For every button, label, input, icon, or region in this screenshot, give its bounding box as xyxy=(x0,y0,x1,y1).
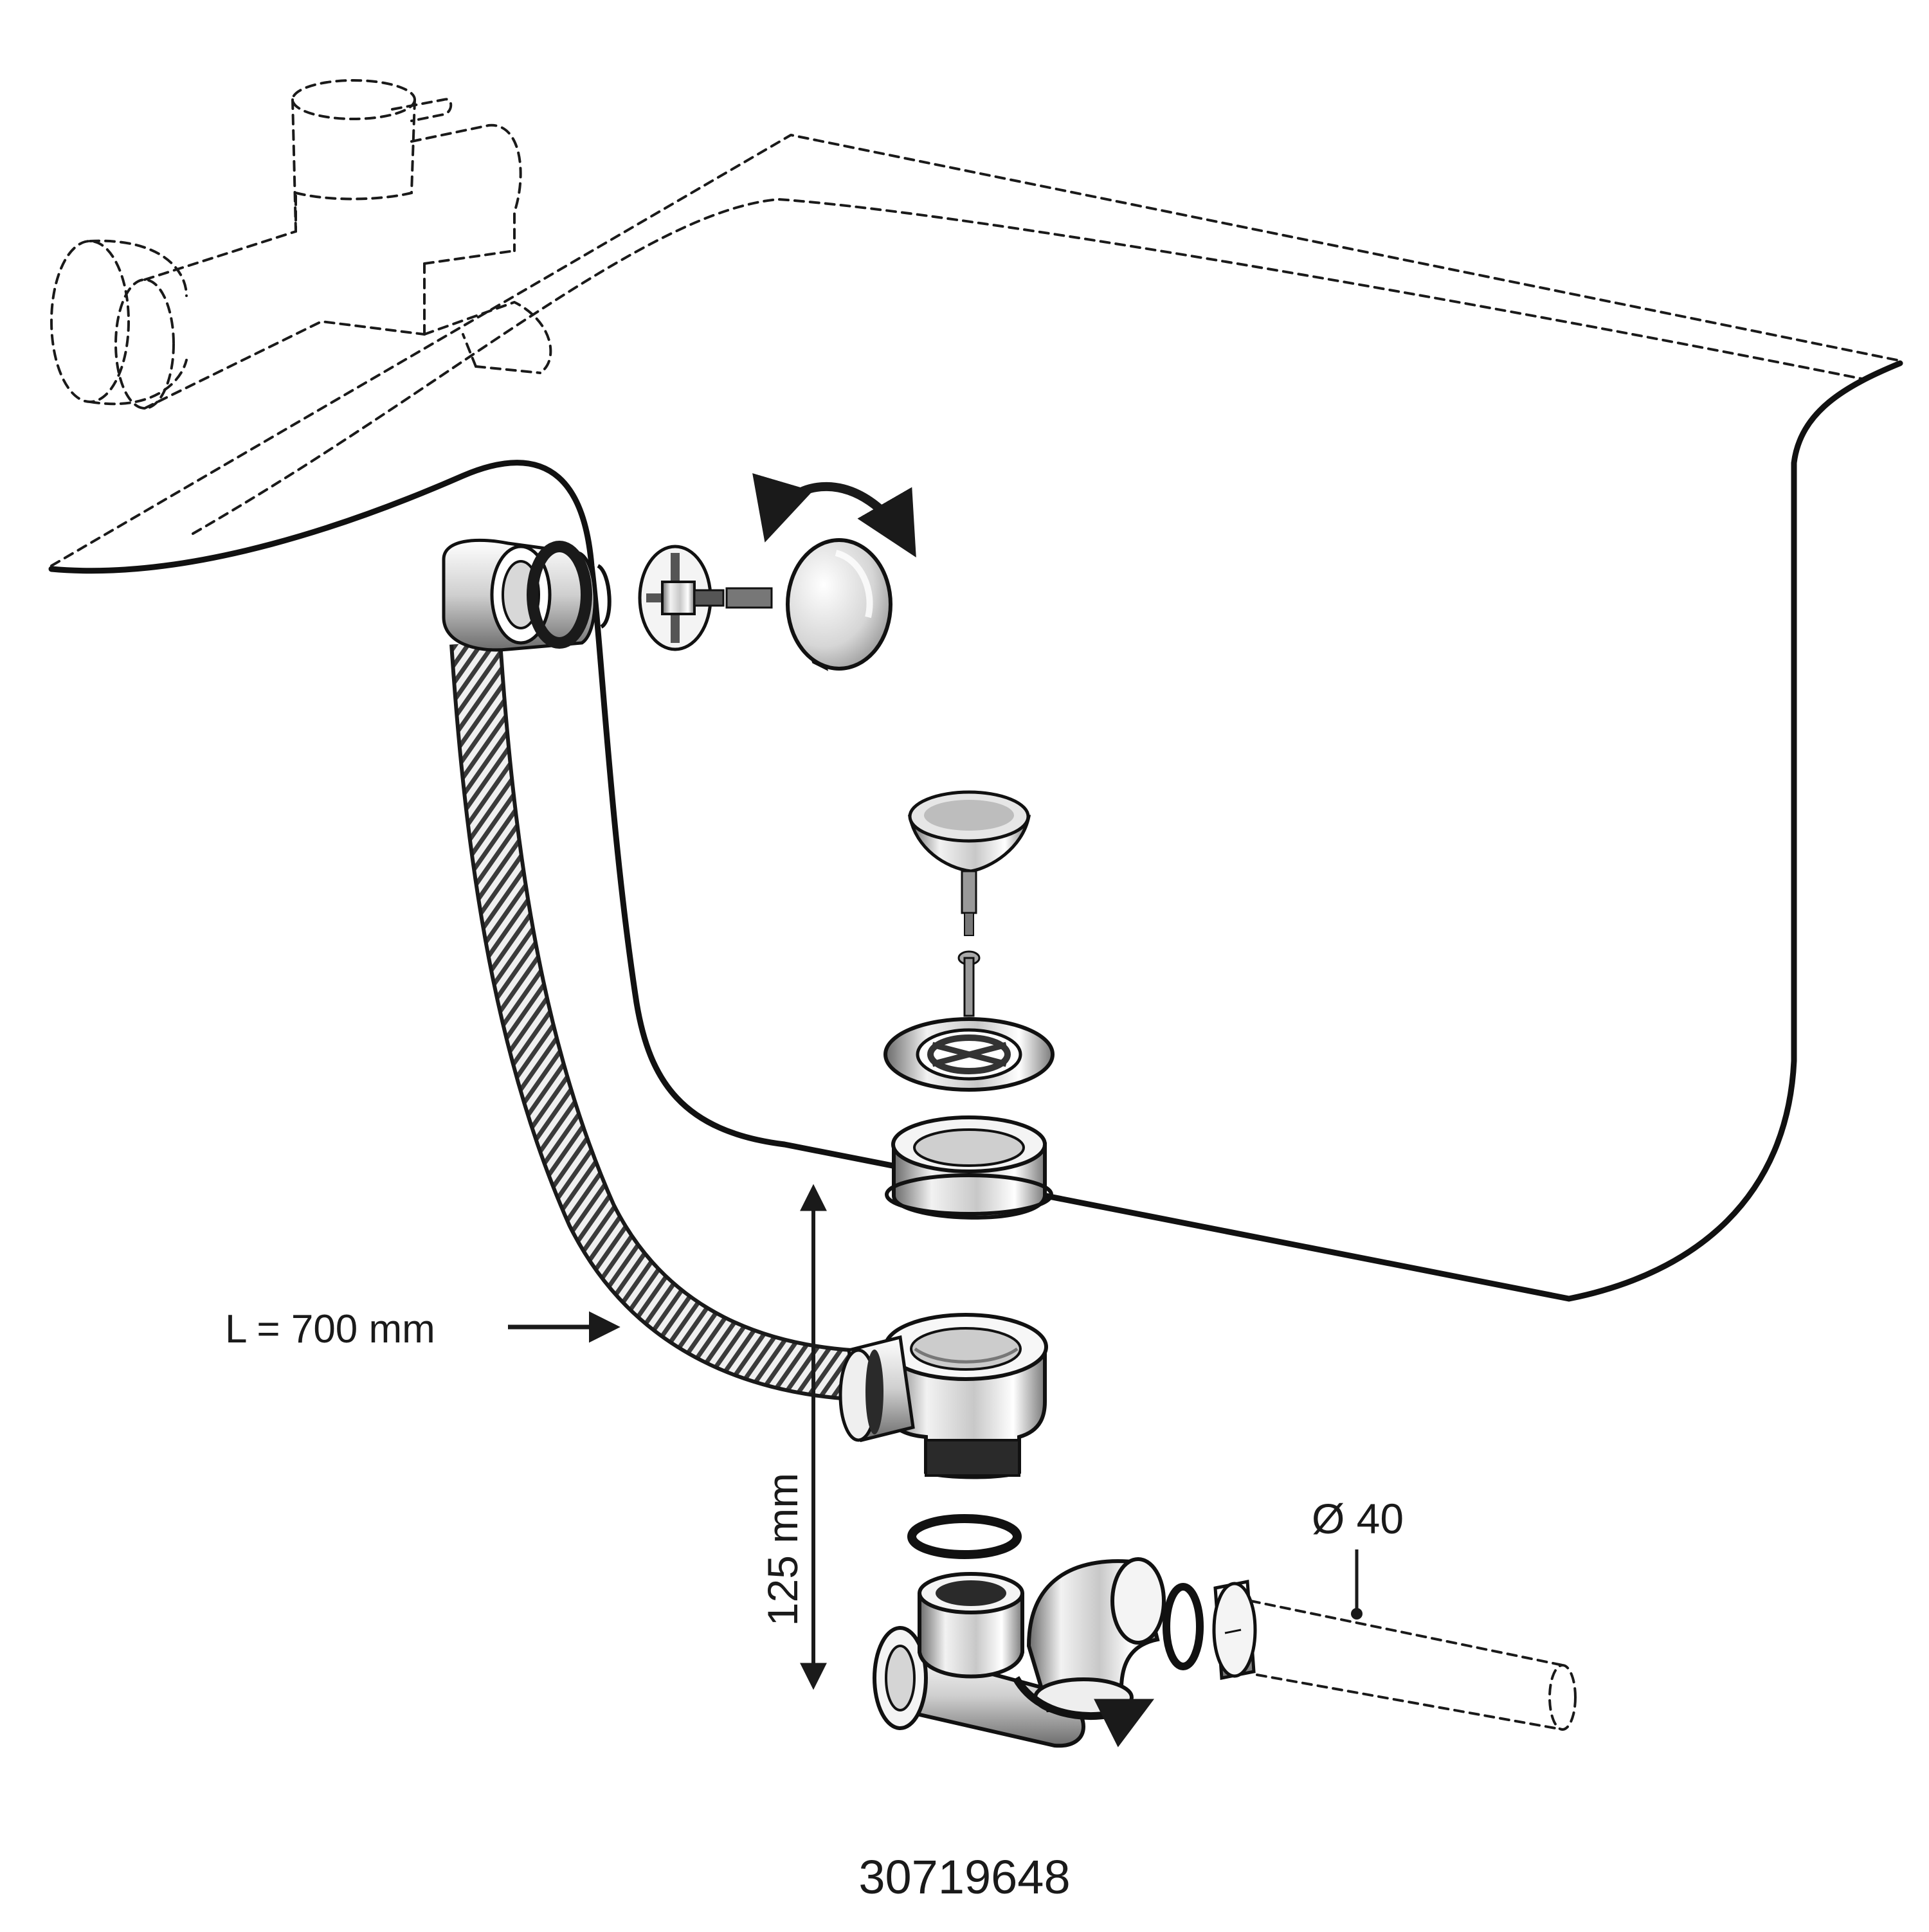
overflow-hose xyxy=(449,641,888,1402)
plug-spindle xyxy=(957,950,981,1017)
outlet-fittings xyxy=(1163,1579,1257,1681)
hose-length-label: L = 700 mm xyxy=(225,1307,435,1351)
plug-cap xyxy=(907,790,1031,936)
outlet-pipe-outline xyxy=(1249,1600,1577,1731)
drain-body xyxy=(838,1313,1048,1479)
article-number: 30719648 xyxy=(858,1850,1070,1904)
bathtub-rim-outline xyxy=(50,134,1898,567)
rotate-arrow-icon xyxy=(752,473,916,557)
overflow-elbow xyxy=(442,538,611,652)
faucet-outline xyxy=(50,79,552,410)
bathtub-body xyxy=(48,360,1903,1302)
overflow-knob xyxy=(725,538,892,671)
sealing-ring xyxy=(907,1514,1022,1559)
diameter-leader xyxy=(1351,1549,1363,1620)
height-label: 125 mm xyxy=(759,1473,806,1626)
drain-flange xyxy=(885,1115,1053,1220)
diameter-label: Ø 40 xyxy=(1312,1495,1404,1542)
overflow-retainer xyxy=(638,545,725,651)
drain-grate xyxy=(883,1017,1055,1092)
siphon-trap xyxy=(873,1557,1166,1748)
